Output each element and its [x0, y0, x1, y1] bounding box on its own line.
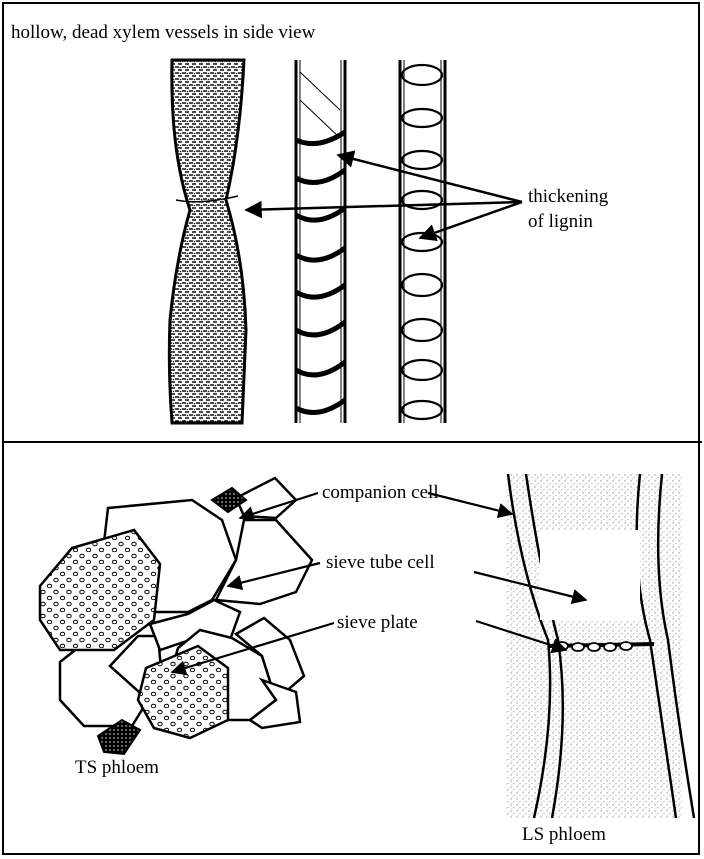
ls-phloem-drawing	[506, 474, 694, 818]
spiral-xylem-vessel	[296, 60, 345, 423]
pitted-xylem-vessel	[169, 60, 246, 423]
ts-phloem-drawing	[40, 478, 312, 754]
thickening-arrows	[246, 155, 522, 238]
annular-xylem-vessel	[400, 60, 445, 423]
